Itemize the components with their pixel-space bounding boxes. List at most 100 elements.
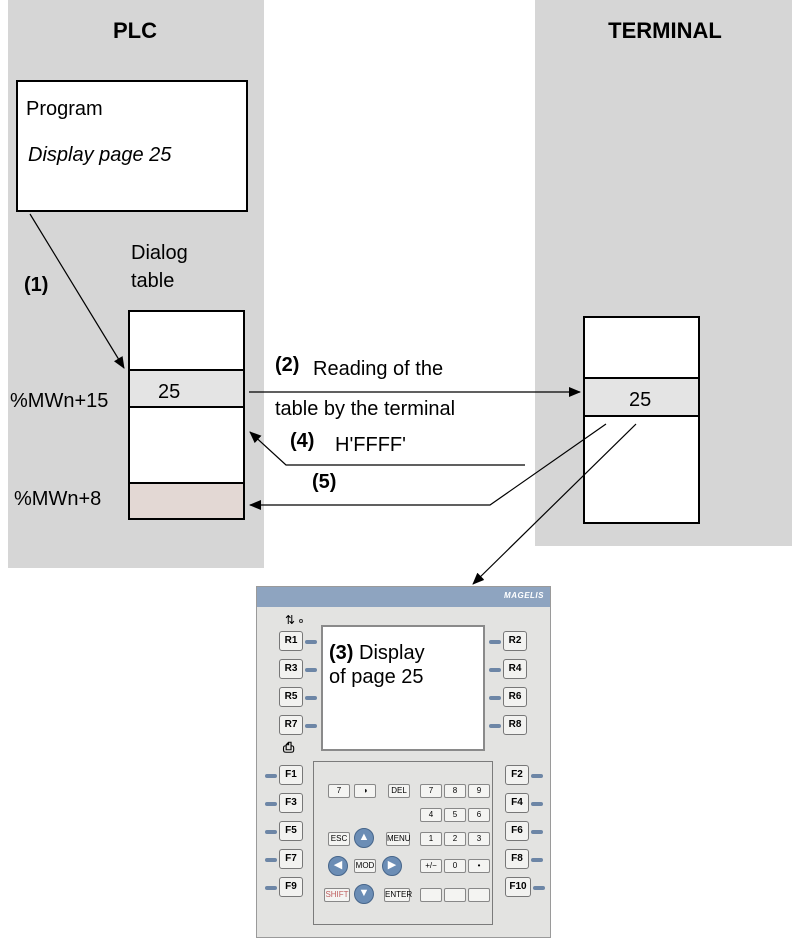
key-r2[interactable]: R2 <box>503 631 527 651</box>
key-6[interactable]: 6 <box>468 808 490 822</box>
led-r6 <box>489 696 501 700</box>
key-blank-1[interactable] <box>420 888 442 902</box>
key-9[interactable]: 9 <box>468 784 490 798</box>
step-2-text: Reading of the <box>313 358 444 380</box>
key-f4[interactable]: F4 <box>505 793 529 813</box>
led-r5 <box>305 696 317 700</box>
led-f3 <box>265 802 277 806</box>
step-4-number: (4) <box>290 430 315 452</box>
key-2[interactable]: 2 <box>444 832 466 846</box>
arrow-4 <box>249 431 525 466</box>
key-f7[interactable]: F7 <box>279 849 303 869</box>
step-1-label: (1) <box>24 274 49 296</box>
terminal-table-value: 25 <box>629 389 652 411</box>
key-blank-2[interactable] <box>444 888 466 902</box>
key-esc[interactable]: ESC <box>328 832 350 846</box>
network-icon: ⇅ <box>285 613 296 627</box>
led-r8 <box>489 724 501 728</box>
led-f10 <box>533 886 545 890</box>
step-2-text-2: table by the terminal <box>275 398 456 420</box>
led-r1 <box>305 640 317 644</box>
arrow-3 <box>472 423 637 585</box>
dialog-table-cell-mw8 <box>128 482 245 520</box>
program-instruction: Display page 25 <box>28 144 172 166</box>
key-menu[interactable]: MENU <box>386 832 411 846</box>
program-label: Program <box>26 98 103 120</box>
arrow-5 <box>249 423 607 510</box>
dialog-table-label-1: Dialog <box>131 242 188 264</box>
led-r7 <box>305 724 317 728</box>
brand-bar: MAGELIS <box>257 587 550 607</box>
led-f5 <box>265 830 277 834</box>
led-f8 <box>531 858 543 862</box>
key-4[interactable]: 4 <box>420 808 442 822</box>
key-f5[interactable]: F5 <box>279 821 303 841</box>
key-r7[interactable]: R7 <box>279 715 303 735</box>
step-5-label: (5) <box>312 471 337 493</box>
step-3-text: Display <box>359 642 425 664</box>
key-f2[interactable]: F2 <box>505 765 529 785</box>
key-r3[interactable]: R3 <box>279 659 303 679</box>
key-f6[interactable]: F6 <box>505 821 529 841</box>
dialog-table-label-2: table <box>131 270 175 292</box>
key-plus-minus[interactable]: +/− <box>420 859 442 873</box>
key-5[interactable]: 5 <box>444 808 466 822</box>
step-3-text-2: of page 25 <box>329 666 424 688</box>
key-8[interactable]: 8 <box>444 784 466 798</box>
program-box: Program Display page 25 <box>16 80 248 212</box>
led-r4 <box>489 668 501 672</box>
terminal-device: MAGELIS ⇅ (3) Display of page 25 R1 R3 R… <box>256 586 551 938</box>
led-f2 <box>531 774 543 778</box>
led-f4 <box>531 802 543 806</box>
terminal-table <box>583 316 700 524</box>
led-f1 <box>265 774 277 778</box>
terminal-title: TERMINAL <box>608 18 722 43</box>
address-mw8: %MWn+8 <box>14 488 102 510</box>
status-led <box>299 619 303 623</box>
led-f7 <box>265 858 277 862</box>
key-shift[interactable]: SHIFT <box>324 888 350 902</box>
key-f8[interactable]: F8 <box>505 849 529 869</box>
led-f6 <box>531 830 543 834</box>
key-blank-3[interactable] <box>468 888 490 902</box>
key-f3[interactable]: F3 <box>279 793 303 813</box>
key-r4[interactable]: R4 <box>503 659 527 679</box>
key-7[interactable]: 7 <box>420 784 442 798</box>
step-4-text: H'FFFF' <box>335 434 406 456</box>
led-f9 <box>265 886 277 890</box>
arrow-1 <box>29 213 125 369</box>
key-0[interactable]: 0 <box>444 859 466 873</box>
key-f1[interactable]: F1 <box>279 765 303 785</box>
key-3[interactable]: 3 <box>468 832 490 846</box>
key-r8[interactable]: R8 <box>503 715 527 735</box>
led-r3 <box>305 668 317 672</box>
keypad: 7 ◑ DEL 7 8 9 4 5 6 ESC ▲ MENU 1 2 3 ◀ M… <box>313 761 493 925</box>
key-r1[interactable]: R1 <box>279 631 303 651</box>
dialog-table-value: 25 <box>158 381 181 403</box>
arrow-down-icon[interactable]: ▼ <box>354 884 374 904</box>
key-mod[interactable]: MOD <box>354 859 376 873</box>
screen-text: (3) Display of page 25 <box>329 641 425 689</box>
step-2-number: (2) <box>275 354 300 376</box>
terminal-screen: (3) Display of page 25 <box>321 625 485 751</box>
key-contrast[interactable]: ◑ <box>354 784 376 798</box>
key-r5[interactable]: R5 <box>279 687 303 707</box>
step-3-number: (3) <box>329 642 354 664</box>
key-f10[interactable]: F10 <box>505 877 531 897</box>
printer-icon: ⎙ <box>283 739 295 755</box>
arrow-right-icon[interactable]: ▶ <box>382 856 402 876</box>
brand-logo: MAGELIS <box>504 591 544 600</box>
key-f9[interactable]: F9 <box>279 877 303 897</box>
address-mw15: %MWn+15 <box>10 390 109 412</box>
arrow-up-icon[interactable]: ▲ <box>354 828 374 848</box>
key-dot[interactable]: • <box>468 859 490 873</box>
arrow-left-icon[interactable]: ◀ <box>328 856 348 876</box>
key-contrast-7[interactable]: 7 <box>328 784 350 798</box>
key-1[interactable]: 1 <box>420 832 442 846</box>
terminal-table-cell: 25 <box>583 377 700 417</box>
key-r6[interactable]: R6 <box>503 687 527 707</box>
key-enter[interactable]: ENTER <box>384 888 412 902</box>
plc-title: PLC <box>113 18 157 43</box>
key-del[interactable]: DEL <box>388 784 410 798</box>
led-r2 <box>489 640 501 644</box>
